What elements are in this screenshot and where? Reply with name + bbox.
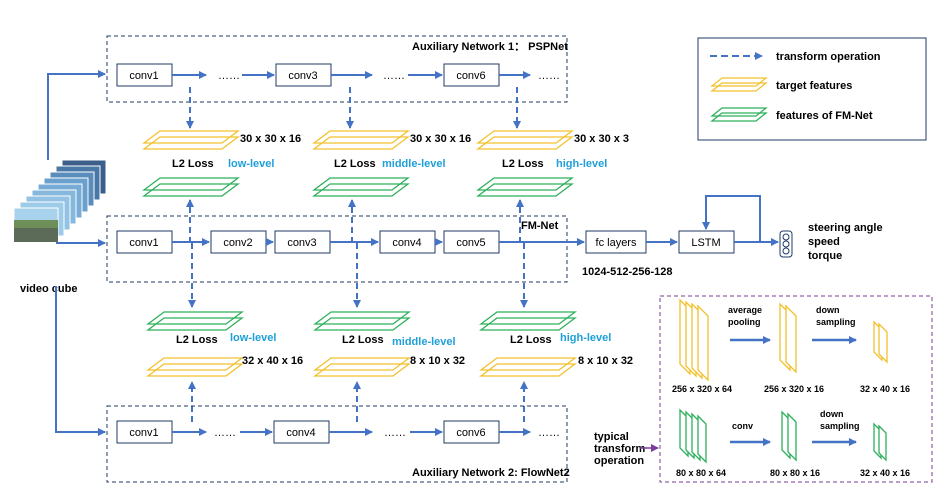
legend-fm-label: features of FM-Net bbox=[776, 110, 873, 122]
top-loss-2: L2 Loss bbox=[334, 158, 376, 170]
legend-target-label: target features bbox=[776, 80, 852, 92]
transform-caption-2: transform bbox=[594, 443, 646, 455]
transform-row2-stack-2 bbox=[781, 410, 797, 462]
bottom-fm-features bbox=[146, 311, 577, 331]
flow-conv1-label: conv1 bbox=[129, 427, 158, 439]
flow-dots-2: …… bbox=[384, 427, 406, 439]
top-level-3: high-level bbox=[556, 158, 607, 170]
output-torque: torque bbox=[808, 250, 842, 262]
fm-conv3-label: conv3 bbox=[287, 237, 316, 249]
row2-dims-3: 32 x 40 x 16 bbox=[860, 468, 910, 478]
input-arrows bbox=[47, 70, 106, 436]
fm-to-top-arrows bbox=[186, 199, 524, 243]
legend-transform-label: transform operation bbox=[776, 51, 881, 63]
top-loss-1: L2 Loss bbox=[172, 158, 214, 170]
psp-dots-1: …… bbox=[218, 70, 240, 82]
psp-dots-3: …… bbox=[538, 70, 560, 82]
bottom-loss-3: L2 Loss bbox=[510, 334, 552, 346]
bottom-dims-2: 8 x 10 x 32 bbox=[410, 355, 465, 367]
fmnet-title: FM-Net bbox=[521, 220, 559, 232]
psp-conv3-label: conv3 bbox=[288, 70, 317, 82]
bottom-loss-2: L2 Loss bbox=[342, 334, 384, 346]
row2-op2-line2: sampling bbox=[820, 421, 860, 431]
flow-conv4-label: conv4 bbox=[286, 427, 315, 439]
transform-caption-1: typical bbox=[594, 431, 629, 443]
top-fm-features bbox=[142, 177, 574, 197]
flow-dots-3: …… bbox=[538, 427, 560, 439]
flow-dots-1: …… bbox=[214, 427, 236, 439]
bottom-loss-1: L2 Loss bbox=[176, 334, 218, 346]
video-cube-label: video cube bbox=[20, 283, 77, 295]
transform-row2-stack-3 bbox=[873, 422, 887, 462]
row1-op2-line1: down bbox=[816, 305, 840, 315]
psp-conv6-label: conv6 bbox=[456, 70, 485, 82]
fm-conv2-label: conv2 bbox=[223, 237, 252, 249]
row2-dims-1: 80 x 80 x 64 bbox=[676, 468, 726, 478]
row1-op2-line2: sampling bbox=[816, 317, 856, 327]
row2-op2-line1: down bbox=[820, 409, 844, 419]
fm-conv1-label: conv1 bbox=[129, 237, 158, 249]
fm-to-bottom-arrows bbox=[188, 243, 528, 308]
top-loss-3: L2 Loss bbox=[502, 158, 544, 170]
fc-dims-label: 1024-512-256-128 bbox=[582, 266, 673, 278]
transform-caption-3: operation bbox=[594, 455, 644, 467]
row1-op1-line2: pooling bbox=[728, 317, 761, 327]
row1-dims-1: 256 x 320 x 64 bbox=[672, 384, 732, 394]
bottom-level-3: high-level bbox=[560, 332, 611, 344]
transform-row1-stack-1 bbox=[679, 298, 709, 382]
row1-op1-line1: average bbox=[728, 305, 762, 315]
pspnet-frame bbox=[106, 35, 568, 103]
psp-conv1-label: conv1 bbox=[129, 70, 158, 82]
row1-dims-3: 32 x 40 x 16 bbox=[860, 384, 910, 394]
output-steering: steering angle bbox=[808, 222, 883, 234]
output-speed: speed bbox=[808, 236, 840, 248]
row2-op1-line1: conv bbox=[732, 421, 753, 431]
fm-conv5-label: conv5 bbox=[456, 237, 485, 249]
psp-transform-arrows bbox=[186, 87, 521, 129]
top-dims-3: 30 x 30 x 3 bbox=[574, 133, 629, 145]
fc-layers-label: fc layers bbox=[596, 237, 637, 249]
legend-target-icon bbox=[710, 77, 768, 92]
transform-row1-stack-3 bbox=[873, 320, 888, 364]
fm-conv4-label: conv4 bbox=[392, 237, 421, 249]
legend-fm-icon bbox=[710, 107, 768, 122]
transform-row2-stack-1 bbox=[679, 408, 707, 464]
bottom-level-2: middle-level bbox=[392, 336, 456, 348]
video-cube-icon bbox=[13, 159, 107, 243]
bottom-target-features bbox=[146, 357, 577, 377]
top-level-1: low-level bbox=[228, 158, 274, 170]
legend-box bbox=[697, 37, 927, 141]
row1-dims-2: 256 x 320 x 16 bbox=[764, 384, 824, 394]
psp-dots-2: …… bbox=[383, 70, 405, 82]
transform-row1-stack-2 bbox=[779, 302, 797, 374]
flownet-title: Auxiliary Network 2: FlowNet2 bbox=[412, 467, 570, 479]
fmnet-frame bbox=[106, 215, 568, 283]
bottom-level-1: low-level bbox=[230, 332, 276, 344]
transform-box bbox=[659, 295, 933, 483]
bottom-dims-3: 8 x 10 x 32 bbox=[578, 355, 633, 367]
flow-conv6-label: conv6 bbox=[456, 427, 485, 439]
row2-dims-2: 80 x 80 x 16 bbox=[770, 468, 820, 478]
top-dims-2: 30 x 30 x 16 bbox=[410, 133, 471, 145]
lstm-recurrent-arrow bbox=[702, 195, 761, 242]
top-target-features bbox=[142, 130, 574, 150]
flownet-frame bbox=[106, 405, 568, 483]
pspnet-title: Auxiliary Network 1： PSPNet bbox=[412, 41, 568, 53]
flow-transform-arrows bbox=[188, 381, 528, 422]
top-dims-1: 30 x 30 x 16 bbox=[240, 133, 301, 145]
lstm-label: LSTM bbox=[691, 237, 720, 249]
top-level-2: middle-level bbox=[382, 158, 446, 170]
bottom-dims-1: 32 x 40 x 16 bbox=[242, 355, 303, 367]
output-node-icon bbox=[779, 230, 793, 258]
